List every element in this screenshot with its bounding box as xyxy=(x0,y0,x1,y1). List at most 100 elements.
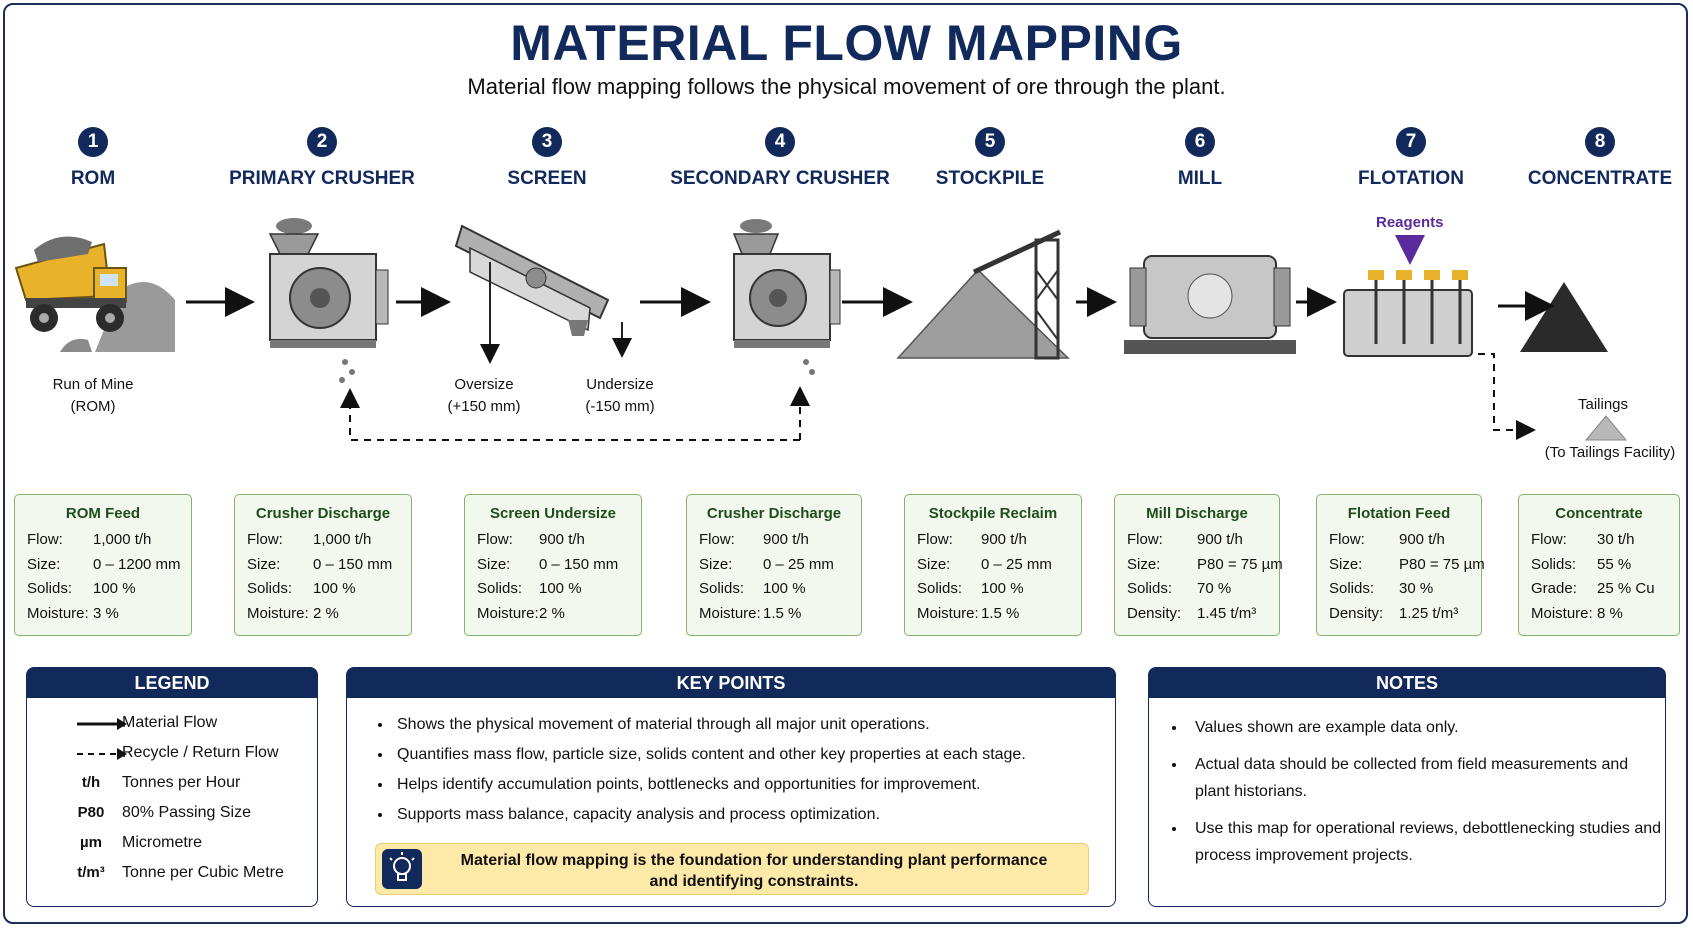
box-row: Density:1.25 t/m³ xyxy=(1329,602,1469,627)
box-key: Flow: xyxy=(1531,531,1567,548)
key-points-panel: KEY POINTS Shows the physical movement o… xyxy=(346,667,1116,907)
box-key: Density: xyxy=(1127,604,1182,622)
box-row: Moisture:8 % xyxy=(1531,602,1667,627)
box-key: Flow: xyxy=(1329,531,1365,548)
legend-item-label: Material Flow xyxy=(122,714,218,731)
box-value: 0 – 150 mm xyxy=(539,555,619,573)
concentrate-pile-icon xyxy=(1520,282,1608,352)
solid-arrow-icon xyxy=(77,718,127,730)
box-row: Flow:900 t/h xyxy=(1127,528,1267,553)
box-row: Size:0 – 25 mm xyxy=(699,553,849,578)
box-value: 55 % xyxy=(1597,555,1632,573)
box-key: Size: xyxy=(477,555,511,573)
key-takeaway-callout: Material flow mapping is the foundation … xyxy=(375,843,1089,895)
flotation-cells-icon xyxy=(1343,235,1473,357)
box-key: Size: xyxy=(917,555,951,573)
box-value: P80 = 75 µm xyxy=(1399,555,1485,573)
box-value: 900 t/h xyxy=(539,531,585,548)
box-key: Solids: xyxy=(699,580,745,597)
box-value: 1.25 t/m³ xyxy=(1399,604,1459,622)
oversize-label: Oversize(+150 mm) xyxy=(424,374,544,418)
key-points-title: KEY POINTS xyxy=(347,668,1115,698)
tailings-pile-icon xyxy=(1584,415,1628,441)
step-number: 6 xyxy=(1185,127,1215,157)
box-key: Moisture: xyxy=(247,604,309,622)
box-row: Flow: 900 t/h xyxy=(1329,528,1469,553)
legend-item-label: Recycle / Return Flow xyxy=(122,744,279,761)
box-key: Size: xyxy=(699,555,733,573)
key-point-item: Helps identify accumulation points, bott… xyxy=(393,770,1115,800)
tailings-label: Tailings xyxy=(1577,396,1629,413)
box-row: Flow: 1,000 t/h xyxy=(247,528,399,553)
notes-list: Values shown are example data only. Actu… xyxy=(1149,714,1665,869)
oversize-label-line: Oversize xyxy=(454,376,514,393)
box-key: Solids: xyxy=(477,580,523,597)
box-value: 900 t/h xyxy=(1399,531,1445,548)
step-name: SECONDARY CRUSHER xyxy=(670,168,890,189)
tailings-destination-label: (To Tailings Facility) xyxy=(1544,444,1676,461)
step-name: FLOTATION xyxy=(1358,168,1464,189)
box-key: Moisture: xyxy=(477,604,539,622)
undersize-label-line: (-150 mm) xyxy=(585,398,655,415)
box-row: Solids:100 % xyxy=(247,577,399,602)
page-title: MATERIAL FLOW MAPPING xyxy=(510,15,1183,71)
box-key: Solids: xyxy=(1127,580,1173,597)
box-key: Flow: xyxy=(477,531,513,548)
box-key: Solids: xyxy=(1531,555,1577,573)
jaw-crusher-icon xyxy=(268,218,389,383)
box-row: Grade:25 % Cu xyxy=(1531,577,1667,602)
box-row: Moisture:1.5 % xyxy=(917,602,1069,627)
box-key: Solids: xyxy=(1329,580,1375,597)
box-value: 1,000 t/h xyxy=(313,531,372,548)
box-key: Flow: xyxy=(247,531,283,548)
box-key: Moisture: xyxy=(699,604,761,622)
legend-title: LEGEND xyxy=(27,668,317,698)
box-value: 0 – 1200 mm xyxy=(93,555,181,573)
box-row: Flow:1,000 t/h xyxy=(27,528,179,553)
box-key: Flow: xyxy=(699,531,735,548)
rom-label: Run of Mine (ROM) xyxy=(33,374,153,418)
material-flow-arrows xyxy=(186,287,1555,321)
step-name: MILL xyxy=(1177,168,1223,189)
diagram-frame xyxy=(3,3,1688,924)
box-key: Solids: xyxy=(917,580,963,597)
box-value: 1.45 t/m³ xyxy=(1197,604,1257,622)
legend-item-label: Tonne per Cubic Metre xyxy=(122,864,284,881)
rom-label-line: Run of Mine xyxy=(52,376,134,393)
box-key: Size: xyxy=(1127,555,1161,573)
box-value: 100 % xyxy=(93,580,136,597)
box-row: Flow:900 t/h xyxy=(917,528,1069,553)
step-number: 3 xyxy=(532,127,562,157)
box-value: 25 % Cu xyxy=(1597,580,1655,597)
box-value: 900 t/h xyxy=(763,531,809,548)
box-row: Solids:100 % xyxy=(699,577,849,602)
box-value: 0 – 150 mm xyxy=(313,555,393,573)
stockpile-conveyor-icon xyxy=(896,229,1070,360)
box-value: 0 – 25 mm xyxy=(981,555,1052,573)
box-row: Density: 1.45 t/m³ xyxy=(1127,602,1267,627)
rom-label-line: (ROM) xyxy=(70,398,116,415)
legend-item: Recycle / Return Flow xyxy=(27,742,317,766)
step-number: 1 xyxy=(78,127,108,157)
box-row: Flow:30 t/h xyxy=(1531,528,1667,553)
ball-mill-icon xyxy=(1124,255,1296,354)
box-title: Crusher Discharge xyxy=(706,505,842,522)
legend-symbol: t/m³ xyxy=(77,864,105,881)
box-title: Concentrate xyxy=(1555,505,1643,522)
undersize-label-line: Undersize xyxy=(586,376,654,393)
legend-item: t/m³ Tonne per Cubic Metre xyxy=(27,862,317,886)
box-value: 30 % xyxy=(1399,580,1434,597)
note-item: Use this map for operational reviews, de… xyxy=(1187,815,1665,869)
box-row: Moisture:3 % xyxy=(27,602,179,627)
box-row: Flow: 900 t/h xyxy=(699,528,849,553)
box-key: Flow: xyxy=(1127,531,1163,548)
box-row: Size:0 – 1200 mm xyxy=(27,553,181,578)
